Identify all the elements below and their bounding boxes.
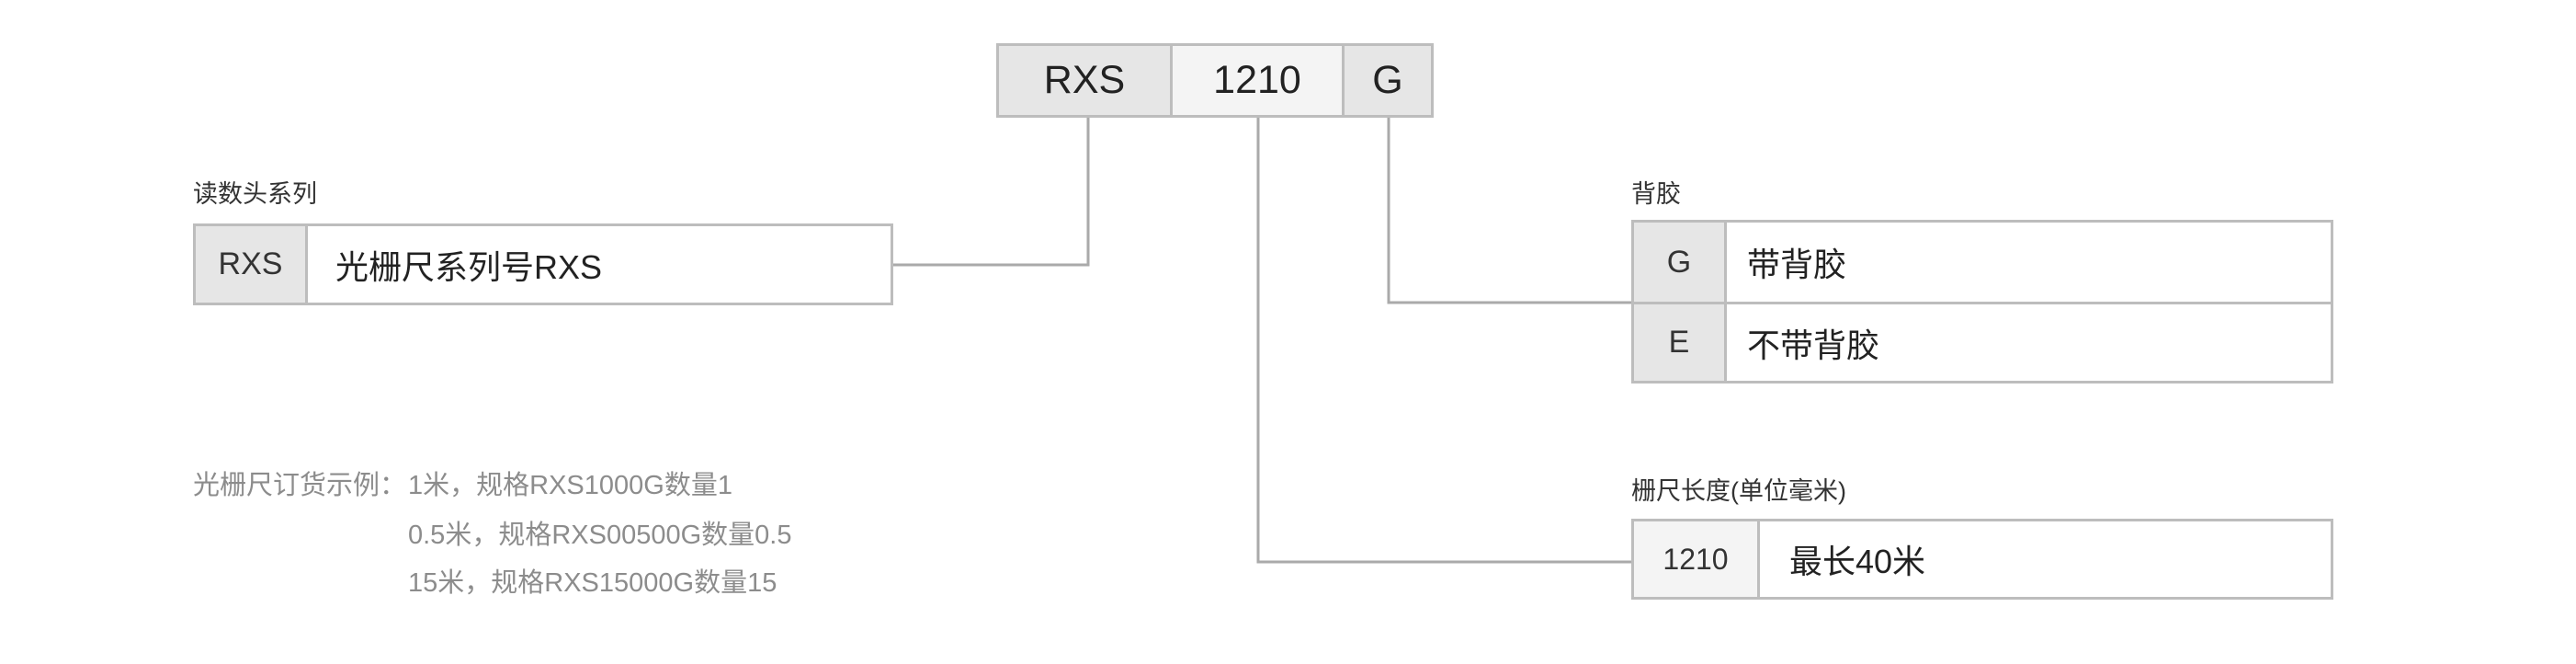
example-label: 光栅尺订货示例： bbox=[193, 471, 407, 500]
series-row-code: RXS bbox=[196, 226, 308, 303]
model-code-strip: RXS 1210 G bbox=[996, 43, 1434, 118]
connector-line-series bbox=[893, 118, 1090, 267]
code-series-cell: RXS bbox=[999, 46, 1170, 115]
length-row-desc: 最长40米 bbox=[1789, 543, 1926, 580]
length-row-code: 1210 bbox=[1634, 521, 1760, 597]
code-length-cell: 1210 bbox=[1170, 46, 1342, 115]
backing-row: E 不带背胶 bbox=[1634, 302, 2331, 381]
series-row-desc: 光栅尺系列号RXS bbox=[335, 247, 603, 286]
backing-row: G 带背胶 bbox=[1634, 223, 2331, 302]
length-section-label: 栅尺长度(单位毫米) bbox=[1631, 477, 1846, 505]
backing-row-desc: 不带背胶 bbox=[1747, 326, 1880, 364]
series-table: RXS 光栅尺系列号RXS bbox=[193, 223, 893, 305]
example-line: 15米，规格RXS15000G数量15 bbox=[408, 568, 777, 598]
length-row: 1210 最长40米 bbox=[1634, 521, 2331, 597]
example-line: 1米，规格RXS1000G数量1 bbox=[408, 471, 732, 500]
backing-row-code: G bbox=[1634, 223, 1727, 302]
connector-line-backing bbox=[1387, 118, 1631, 304]
code-backing-cell: G bbox=[1342, 46, 1431, 115]
length-table: 1210 最长40米 bbox=[1631, 519, 2333, 600]
backing-table: G 带背胶 E 不带背胶 bbox=[1631, 220, 2333, 384]
backing-section-label: 背胶 bbox=[1631, 180, 1681, 208]
backing-row-code: E bbox=[1634, 304, 1727, 381]
series-row: RXS 光栅尺系列号RXS bbox=[196, 226, 891, 303]
example-line: 0.5米，规格RXS00500G数量0.5 bbox=[408, 521, 792, 550]
backing-row-desc: 带背胶 bbox=[1747, 246, 1847, 283]
connector-line-length bbox=[1256, 118, 1631, 564]
series-section-label: 读数头系列 bbox=[193, 180, 317, 208]
